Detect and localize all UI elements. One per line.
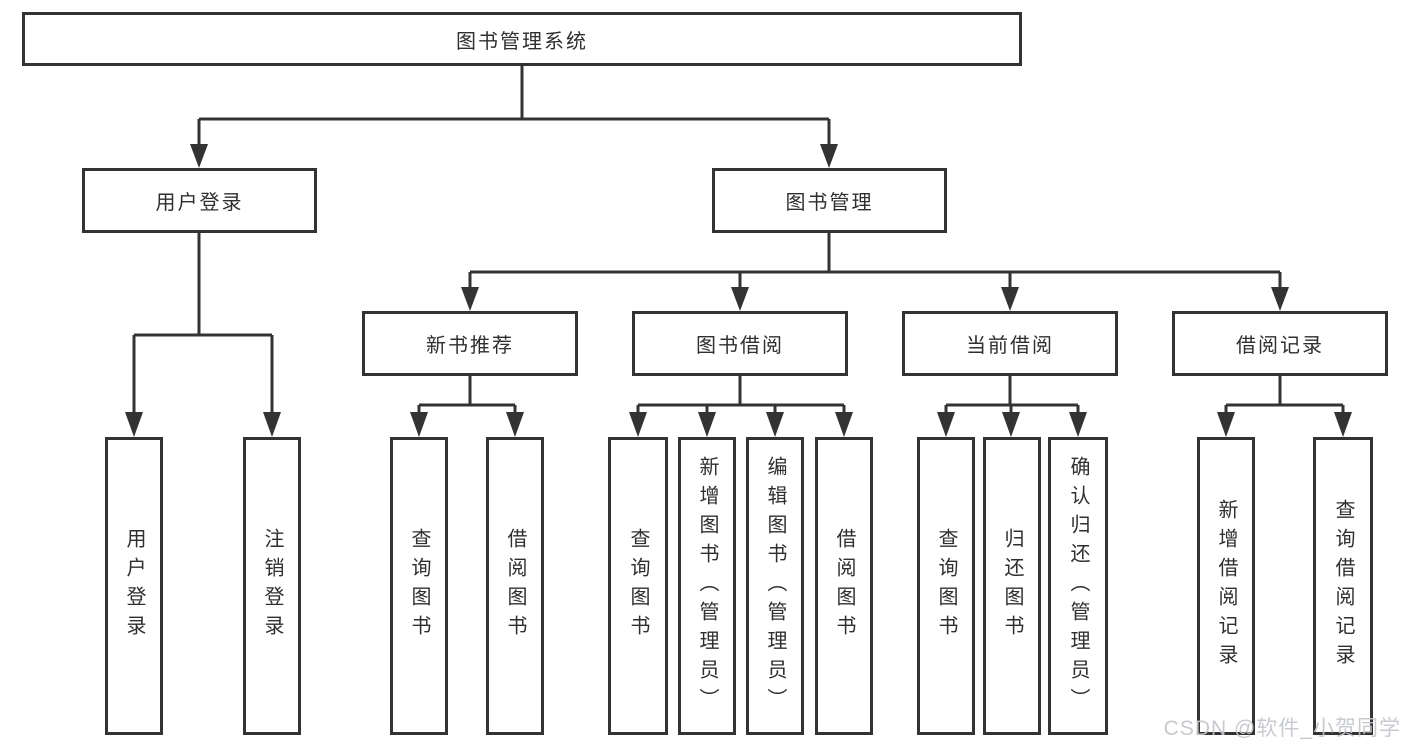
node-book-management: 图书管理	[712, 168, 947, 233]
node-add-books-admin: 新增图书（管理员）	[678, 437, 736, 735]
node-edit-books-admin: 编辑图书（管理员）	[746, 437, 804, 735]
node-user-login-leaf: 用户登录	[105, 437, 163, 735]
node-logout-leaf: 注销登录	[243, 437, 301, 735]
node-borrow-books-1: 借阅图书	[486, 437, 544, 735]
node-current-borrow: 当前借阅	[902, 311, 1118, 376]
node-root: 图书管理系统	[22, 12, 1022, 66]
node-query-books-3: 查询图书	[917, 437, 975, 735]
node-user-login: 用户登录	[82, 168, 317, 233]
node-return-books: 归还图书	[983, 437, 1041, 735]
node-query-books-1: 查询图书	[390, 437, 448, 735]
node-borrow-books-2: 借阅图书	[815, 437, 873, 735]
node-query-borrow-record: 查询借阅记录	[1313, 437, 1373, 735]
node-borrow-records: 借阅记录	[1172, 311, 1388, 376]
node-query-books-2: 查询图书	[608, 437, 668, 735]
node-confirm-return-admin: 确认归还（管理员）	[1048, 437, 1108, 735]
node-book-borrow: 图书借阅	[632, 311, 848, 376]
watermark: CSDN @软件_小贺同学	[1163, 717, 1401, 740]
node-add-borrow-record: 新增借阅记录	[1197, 437, 1255, 735]
node-new-book-recommend: 新书推荐	[362, 311, 578, 376]
